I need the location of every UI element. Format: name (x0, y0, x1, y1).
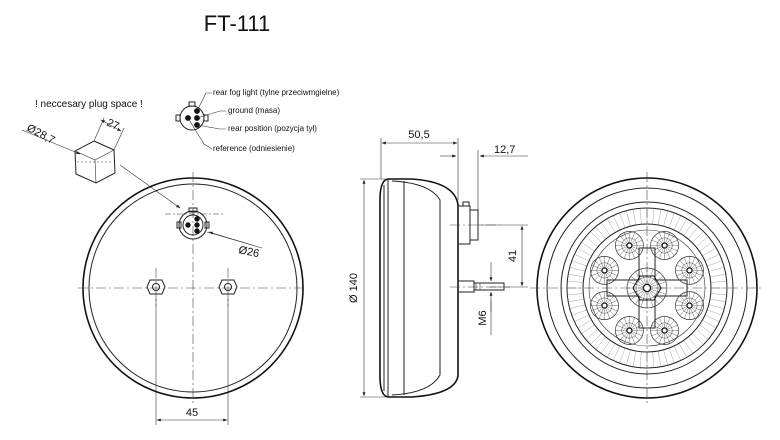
dim-outer-diameter: Ø 140 (348, 273, 360, 303)
dim-connector-length: 12,7 (494, 144, 515, 156)
dim-connector-offset: 41 (507, 250, 519, 262)
hex-plug-outline (21, 117, 125, 184)
plug-space-note: ! neccesary plug space ! (35, 99, 143, 110)
dim-plug-diameter: Ø28,7 (25, 122, 57, 147)
back-view (78, 172, 306, 425)
pin-label-reference: reference (odniesienie) (213, 144, 295, 153)
drawing-title: FT-111 (204, 11, 270, 36)
pin-label-fog: rear fog light (tylne przeciwmgielne) (213, 88, 340, 97)
dim-thread: M6 (477, 310, 489, 325)
pin-label-position: rear position (pozycja tył) (228, 124, 317, 133)
dim-connector-diameter: Ø26 (237, 244, 260, 260)
side-view (360, 138, 528, 398)
pin-label-ground: ground (masa) (228, 106, 280, 115)
pin-detail (175, 92, 226, 150)
dim-bolt-spacing: 45 (186, 407, 198, 419)
dim-depth: 50,5 (408, 129, 429, 141)
dim-plug-width: 27 (105, 117, 121, 133)
front-view (530, 172, 764, 404)
